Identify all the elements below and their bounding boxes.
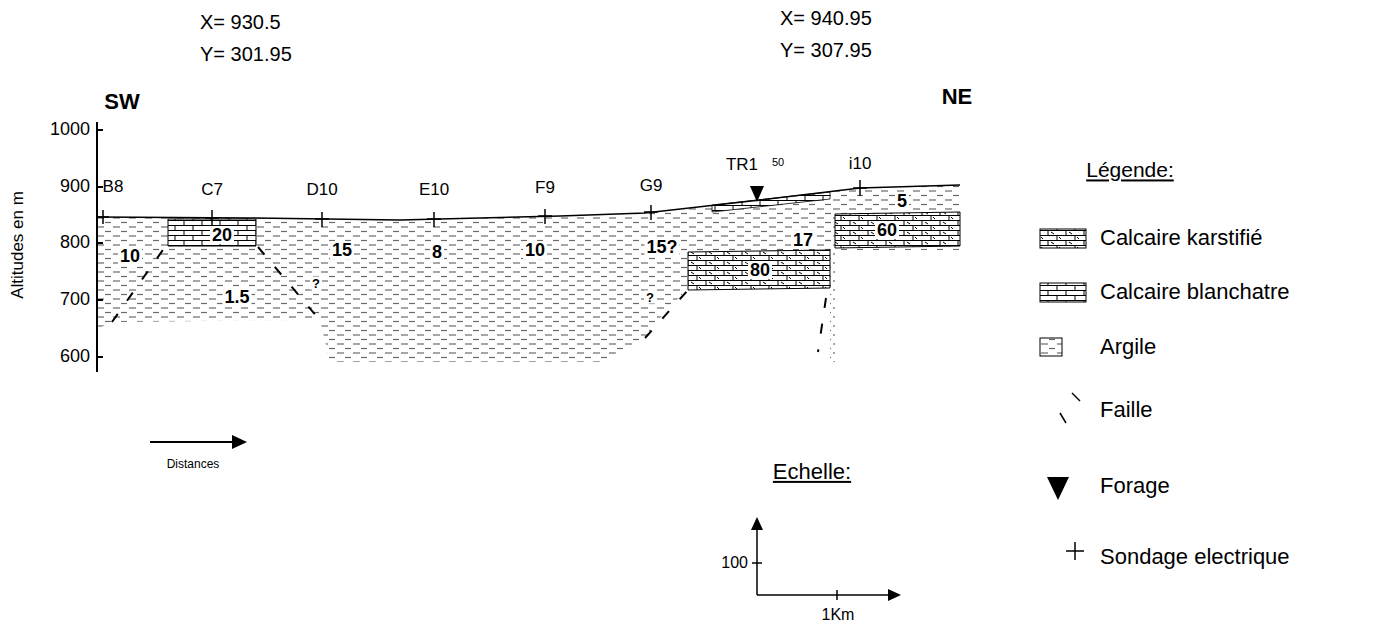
section-label: Altitudes en m (9, 191, 28, 299)
section-label: ? (644, 291, 656, 304)
section-label: X= 940.95 (780, 7, 872, 29)
section-label: 600 (60, 347, 90, 367)
section-label: 17 (791, 231, 815, 249)
section-label: 5 (895, 192, 909, 210)
section-label: 20 (210, 226, 234, 244)
section-label: 1Km (822, 606, 855, 624)
section-label: F9 (535, 179, 555, 198)
section-label: 10 (523, 241, 547, 259)
section-label: 10 (118, 247, 142, 265)
section-label: D10 (306, 181, 337, 200)
section-label: B8 (103, 178, 124, 197)
section-label: 1000 (50, 120, 90, 140)
section-label: 15 (330, 241, 354, 259)
section-label: X= 930.5 (200, 11, 281, 33)
section-label: 60 (875, 221, 899, 239)
section-label: ? (310, 277, 322, 290)
legend-text: Faille (1100, 398, 1153, 422)
section-label: 100 (721, 554, 748, 572)
legend-text: Calcaire karstifié (1100, 226, 1263, 250)
section-label: 1.5 (222, 288, 251, 306)
section-label: i10 (849, 155, 872, 174)
section-label: TR1 (726, 156, 758, 175)
section-label: Y= 307.95 (780, 39, 872, 61)
section-label: SW (104, 90, 139, 114)
section-label: 80 (748, 261, 772, 279)
legend-text: Calcaire blanchatre (1100, 280, 1290, 304)
section-label: E10 (419, 181, 449, 200)
section-label: Echelle: (773, 460, 851, 484)
section-label: 50 (772, 156, 784, 168)
legend-text: Argile (1100, 335, 1156, 359)
section-label: Y= 301.95 (200, 43, 292, 65)
section-label: 800 (60, 233, 90, 253)
section-label: Légende: (1086, 158, 1174, 181)
section-label: 8 (430, 243, 444, 261)
section-label: G9 (640, 177, 663, 196)
legend-text: Forage (1100, 474, 1170, 498)
section-label: Distances (167, 458, 220, 471)
section-label: NE (942, 85, 973, 109)
section-label: 900 (60, 177, 90, 197)
section-label: 15? (644, 238, 679, 256)
section-label: 700 (60, 290, 90, 310)
legend-text: Sondage electrique (1100, 545, 1290, 569)
section-label: C7 (201, 181, 223, 200)
